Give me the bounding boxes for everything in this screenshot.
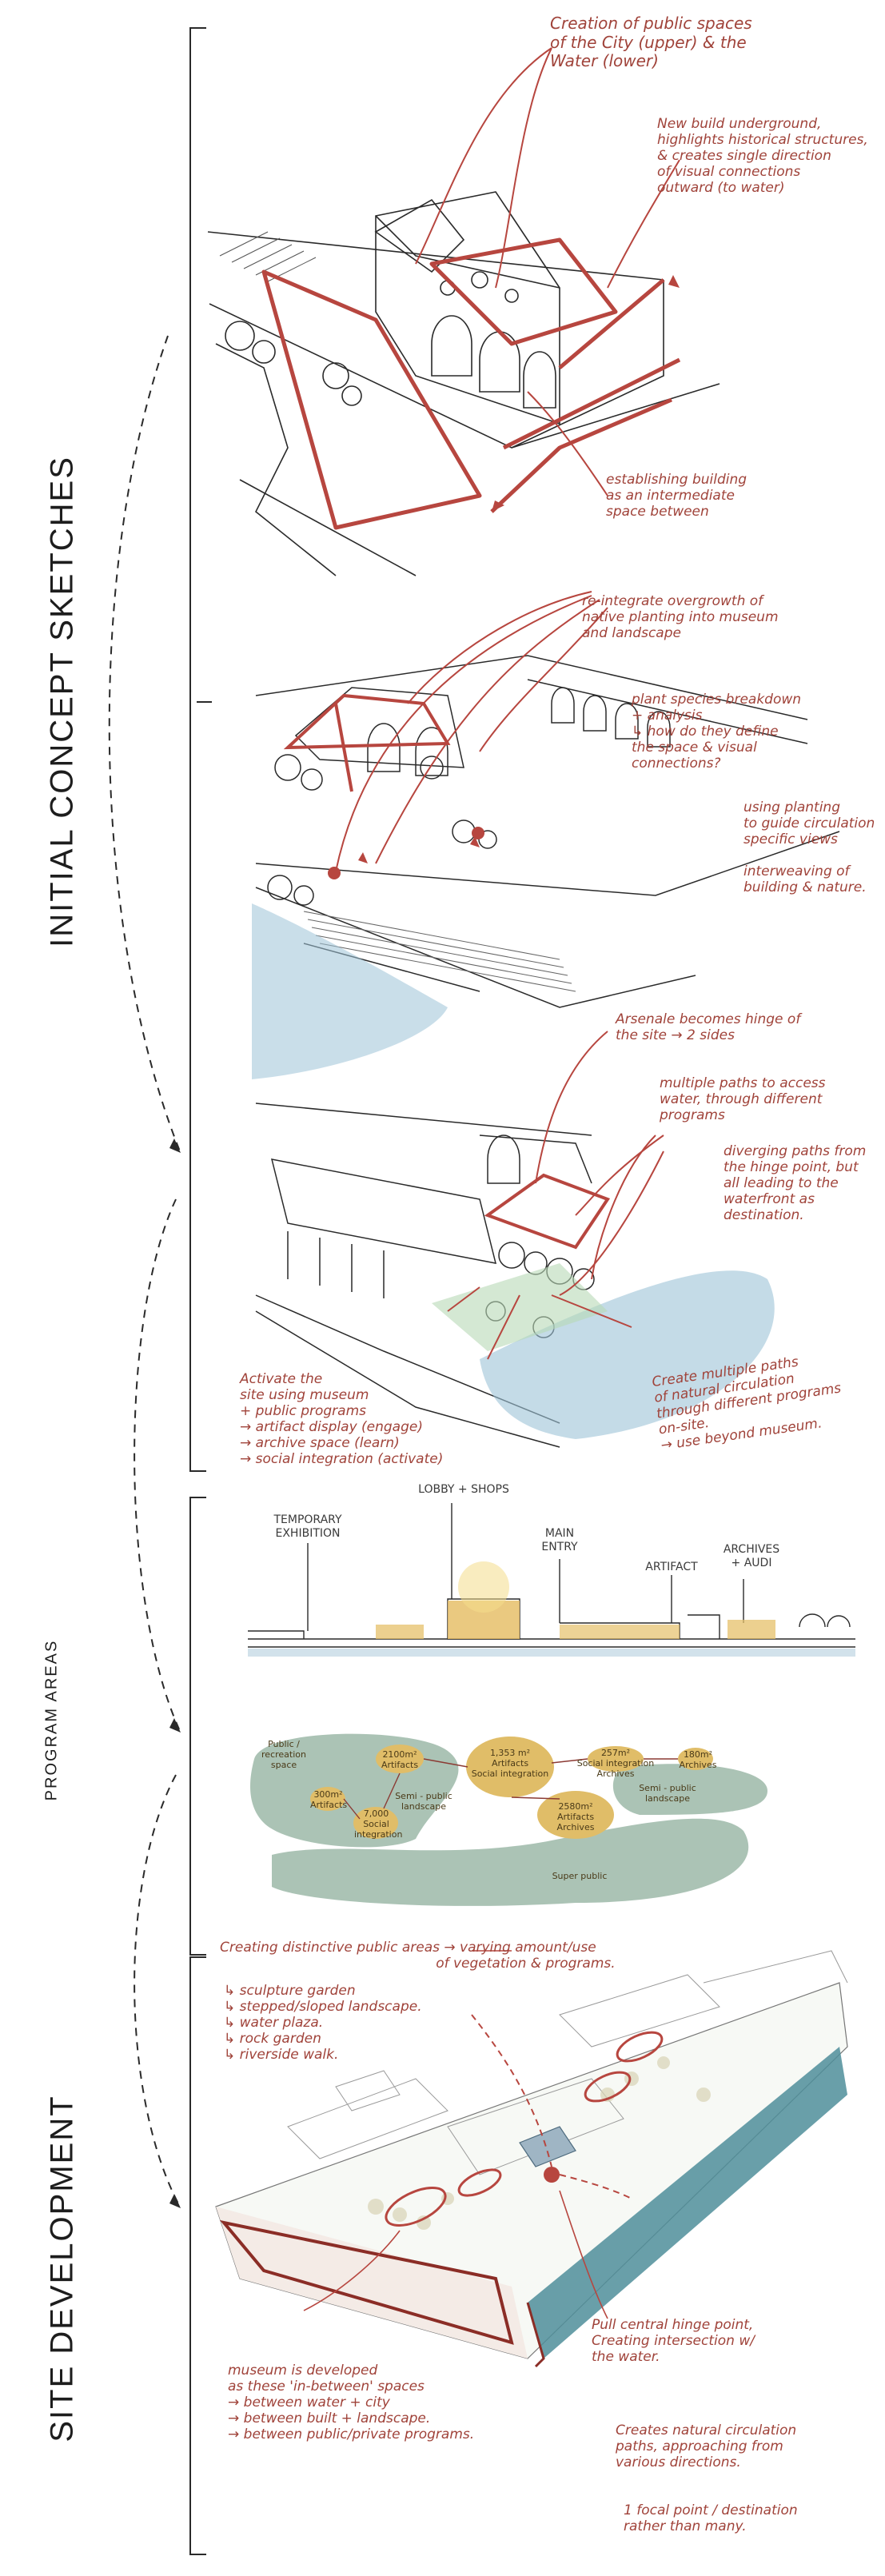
elev-archives-block: [728, 1620, 775, 1639]
elev-label-main-entry: MAIN ENTRY: [528, 1527, 592, 1554]
label-site-development: SITE DEVELOPMENT: [45, 1989, 81, 2549]
label-initial-concept: INITIAL CONCEPT SKETCHES: [45, 422, 81, 982]
note-public-area-list: ↳ sculpture garden ↳ stepped/sloped land…: [224, 1983, 464, 2063]
note-pull-central-hinge: Pull central hinge point, Creating inter…: [592, 2317, 823, 2365]
note-diverging-paths: diverging paths from the hinge point, bu…: [724, 1143, 875, 1223]
bubble-semi-public-landscape-2: Semi - public landscape: [392, 1791, 456, 1812]
bubble-2580-artifacts: 2580m² Artifacts Archives: [544, 1801, 608, 1833]
bubble-social-integration: 7,000 Social integration: [354, 1808, 398, 1840]
bubble-semi-public-landscape-1: Semi - public landscape: [632, 1783, 704, 1804]
elev-artifact-block: [560, 1625, 680, 1639]
note-multiple-paths: multiple paths to access water, through …: [660, 1075, 867, 1123]
bubble-300-artifacts: 300m² Artifacts: [310, 1789, 346, 1810]
bubble-super-public: Super public: [544, 1871, 616, 1881]
note-using-planting: using planting to guide circulation spec…: [743, 800, 879, 847]
elev-label-artifact: ARTIFACT: [632, 1561, 712, 1574]
bubble-1353-main: 1,353 m² Artifacts Social integration: [466, 1748, 554, 1780]
note-reintegrate: re-integrate overgrowth of native planti…: [582, 593, 846, 641]
note-activate-site: Activate the site using museum + public …: [240, 1371, 496, 1467]
flow-arcs: [110, 336, 180, 2207]
bubble-public-recreation: Public / recreation space: [260, 1739, 308, 1771]
note-distinctive-public-areas: Creating distinctive public areas → vary…: [220, 1940, 875, 1972]
water-2: [252, 903, 448, 1079]
note-plant-species: plant species breakdown + analysis ↳ how…: [632, 692, 847, 772]
note-museum-developed: museum is developed as these 'in-between…: [228, 2363, 492, 2442]
note-creates-circulation: Creates natural circulation paths, appro…: [616, 2422, 855, 2470]
bubble-2100-artifacts: 2100m² Artifacts: [376, 1749, 424, 1770]
note-arsenale-hinge: Arsenale becomes hinge of the site → 2 s…: [616, 1011, 855, 1043]
elev-temp-block: [376, 1625, 424, 1639]
elev-label-temporary: TEMPORARY EXHIBITION: [260, 1513, 356, 1541]
section-brackets: [190, 28, 212, 2554]
label-program-areas: PROGRAM AREAS: [43, 1601, 62, 1840]
sketch-1-leaders: [416, 48, 680, 496]
flow-arrowheads: [169, 1138, 181, 2208]
elev-glow: [458, 1561, 509, 1613]
elev-water: [248, 1649, 855, 1657]
sketch-3-red-roof: [488, 1175, 608, 1247]
elev-label-archives: ARCHIVES + AUDI: [716, 1543, 787, 1570]
sketch-2-leaders: [336, 592, 608, 871]
note-establishing-building: establishing building as an intermediate…: [606, 472, 814, 520]
note-public-spaces: Creation of public spaces of the City (u…: [550, 14, 806, 71]
note-interweaving: interweaving of building & nature.: [743, 863, 879, 895]
elev-label-lobby: LOBBY + SHOPS: [412, 1483, 516, 1497]
note-new-build: New build underground, highlights histor…: [657, 116, 881, 196]
bubble-180-archives: 180m² Archives: [678, 1749, 718, 1770]
bubble-257-social: 257m² Social integration Archives: [576, 1748, 656, 1780]
note-focal-point: 1 focal point / destination rather than …: [624, 2502, 863, 2534]
